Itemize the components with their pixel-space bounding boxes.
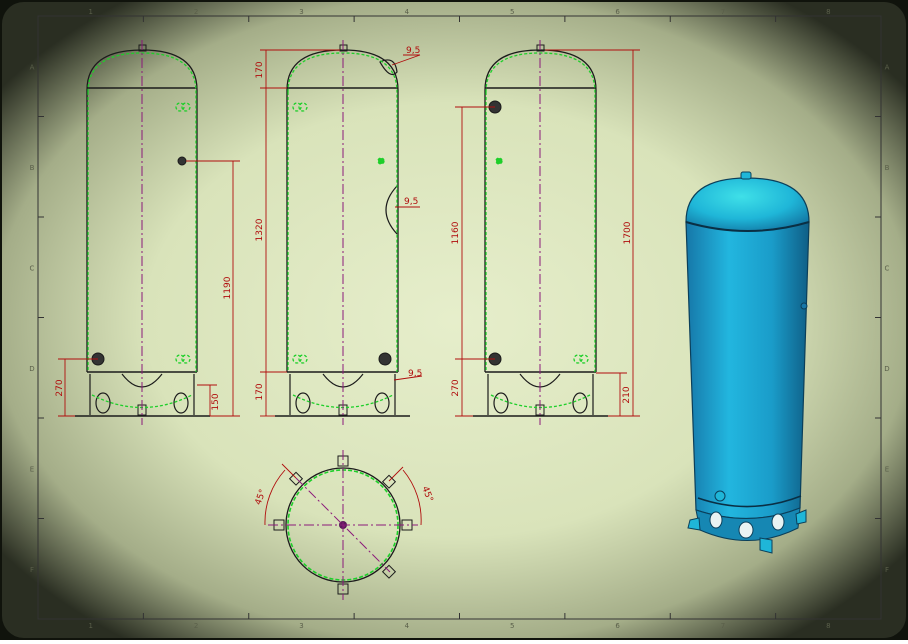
side-port xyxy=(177,156,187,166)
dim-side-170-top: 170 xyxy=(255,61,265,78)
column-label: 8 xyxy=(826,622,830,630)
column-label: 6 xyxy=(615,622,620,630)
column-label: 5 xyxy=(510,622,514,630)
plan-view xyxy=(264,450,422,600)
column-label: 3 xyxy=(299,8,303,16)
row-label: B xyxy=(30,164,35,172)
column-label: 7 xyxy=(721,8,725,16)
front-dimensions xyxy=(58,160,240,417)
dim-rear-270: 270 xyxy=(451,379,461,396)
row-label: A xyxy=(30,63,35,71)
column-label: 1 xyxy=(88,622,92,630)
column-label: 1 xyxy=(88,8,92,16)
dim-side-9-5-bottom: 9,5 xyxy=(408,369,422,379)
foot-hole-right xyxy=(173,392,189,414)
column-label: 4 xyxy=(405,8,410,16)
tank-3d-render xyxy=(685,171,810,554)
manhole-profile xyxy=(385,185,398,235)
dim-front-1190: 1190 xyxy=(223,276,233,299)
foot-hole-left xyxy=(95,392,111,414)
column-label: 2 xyxy=(194,622,198,630)
column-label: 4 xyxy=(405,622,410,630)
column-label: 6 xyxy=(615,8,620,16)
dim-side-170-bottom: 170 xyxy=(255,383,265,400)
shell-outline xyxy=(86,90,198,372)
row-label: A xyxy=(885,63,890,71)
skirt-outline xyxy=(89,374,195,415)
column-label: 3 xyxy=(299,622,303,630)
top-boss xyxy=(379,59,398,75)
rear-dimensions xyxy=(455,49,640,417)
tank-3d-body xyxy=(685,221,810,520)
row-label: C xyxy=(885,264,890,272)
row-label: C xyxy=(30,264,35,272)
column-label: 2 xyxy=(194,8,198,16)
row-label: D xyxy=(884,365,889,373)
column-label: 8 xyxy=(826,8,830,16)
dim-front-150: 150 xyxy=(211,393,221,410)
dim-side-1320: 1320 xyxy=(255,218,265,241)
row-label: B xyxy=(885,164,890,172)
tank-3d-nozzle xyxy=(740,171,752,180)
row-label: F xyxy=(30,566,34,574)
row-label: E xyxy=(885,465,889,473)
dim-rear-210: 210 xyxy=(622,386,632,403)
row-label: D xyxy=(29,365,34,373)
column-label: 5 xyxy=(510,8,514,16)
side-dimensions xyxy=(260,49,423,417)
dim-front-270: 270 xyxy=(55,379,65,396)
dim-side-9-5-top: 9,5 xyxy=(406,46,420,56)
row-label: F xyxy=(885,566,889,574)
dim-rear-1160: 1160 xyxy=(451,221,461,244)
dim-rear-1700: 1700 xyxy=(623,221,633,244)
row-label: E xyxy=(30,465,34,473)
column-label: 7 xyxy=(721,622,725,630)
dim-side-9-5-mid: 9,5 xyxy=(404,197,418,207)
